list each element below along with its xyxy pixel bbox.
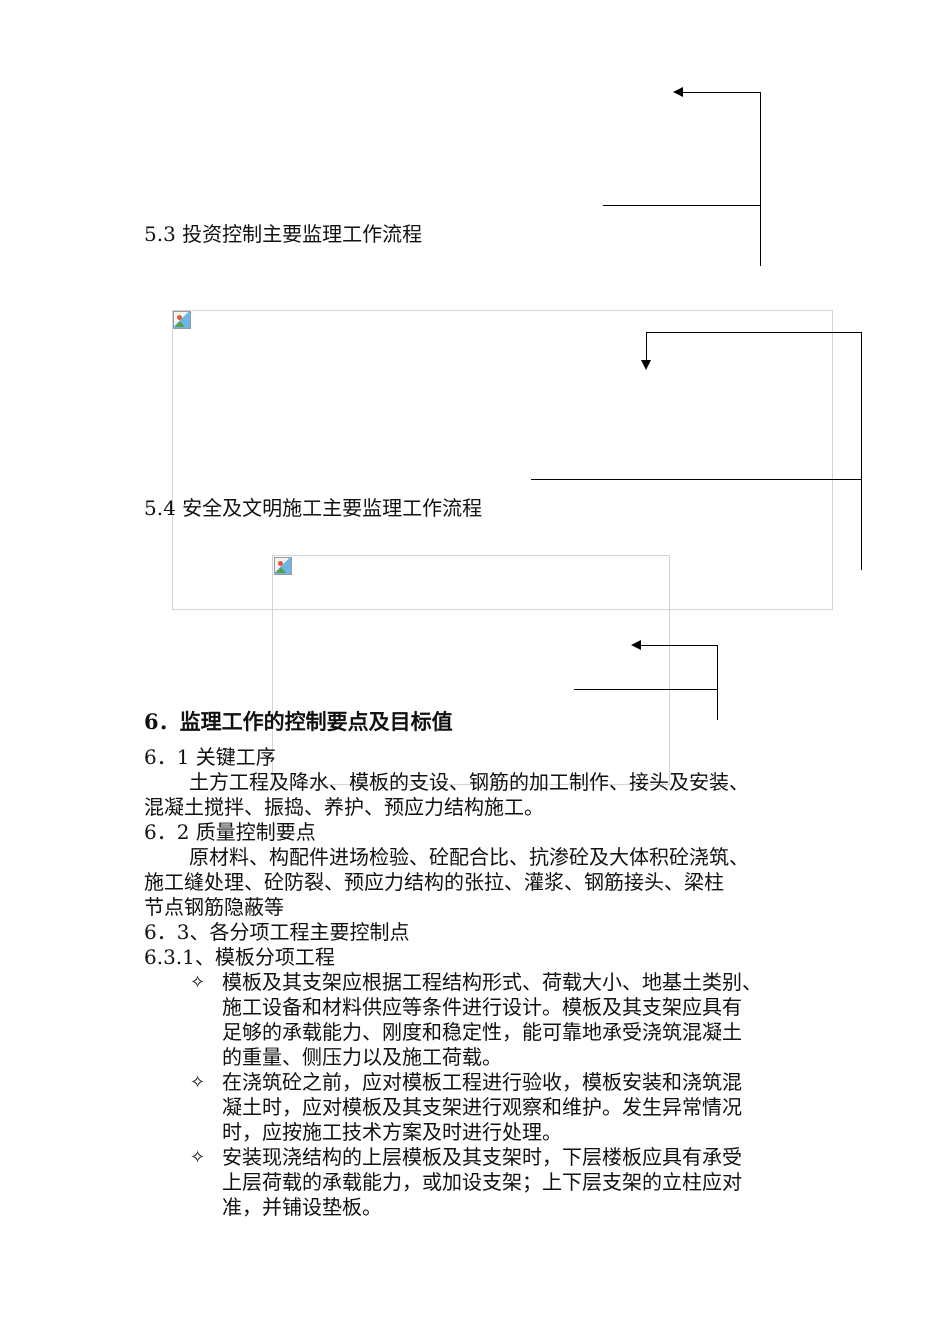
- flow-connector-drop: [646, 332, 647, 362]
- flow-arrow-left-icon: [673, 87, 683, 97]
- broken-image-icon: [274, 557, 292, 575]
- flow-connector-top-horizontal: [682, 92, 761, 93]
- flowchart-image-frame: [272, 555, 670, 785]
- bullet-item-line: 在浇筑砼之前，应对模板工程进行验收，模板安装和浇筑混: [222, 1070, 742, 1094]
- section-6-1-line: 混凝土搅拌、振捣、养护、预应力结构施工。: [144, 795, 544, 819]
- flowchart-image-frame: [172, 310, 833, 610]
- section-6-3-1-title: 6.3.1、模板分项工程: [144, 945, 335, 969]
- bullet-item-line: 模板及其支架应根据工程结构形式、荷载大小、地基土类别、: [222, 970, 762, 994]
- flow-connector-horizontal: [531, 479, 862, 480]
- flow-arrow-left-icon: [631, 640, 641, 650]
- bullet-item-line: 足够的承载能力、刚度和稳定性，能可靠地承受浇筑混凝土: [222, 1020, 742, 1044]
- section-6-heading: 6．监理工作的控制要点及目标值: [144, 709, 453, 734]
- section-6-1-line: 土方工程及降水、模板的支设、钢筋的加工制作、接头及安装、: [189, 770, 749, 794]
- bullet-item-line: 准，并铺设垫板。: [222, 1195, 382, 1219]
- bullet-diamond-icon: ✧: [190, 1147, 206, 1168]
- section-6-2-line: 施工缝处理、砼防裂、预应力结构的张拉、灌浆、钢筋接头、梁柱: [144, 870, 724, 894]
- bullet-diamond-icon: ✧: [190, 972, 206, 993]
- bullet-item-line: 安装现浇结构的上层模板及其支架时，下层楼板应具有承受: [222, 1145, 742, 1169]
- flow-connector-top-horizontal: [646, 332, 862, 333]
- bullet-item-line: 凝土时，应对模板及其支架进行观察和维护。发生异常情况: [222, 1095, 742, 1119]
- flow-connector-horizontal: [603, 205, 761, 206]
- flow-connector-vertical: [717, 645, 718, 720]
- flow-connector-top-horizontal: [640, 645, 718, 646]
- flow-connector-vertical: [861, 332, 862, 570]
- section-6-1-title: 6．1 关键工序: [144, 745, 276, 769]
- flow-arrow-down-icon: [641, 360, 651, 370]
- bullet-item-line: 时，应按施工技术方案及时进行处理。: [222, 1120, 562, 1144]
- bullet-diamond-icon: ✧: [190, 1072, 206, 1093]
- flow-connector-horizontal: [574, 689, 718, 690]
- section-6-2-line: 原材料、构配件进场检验、砼配合比、抗渗砼及大体积砼浇筑、: [189, 845, 749, 869]
- bullet-item-line: 的重量、侧压力以及施工荷载。: [222, 1045, 502, 1069]
- bullet-item-line: 施工设备和材料供应等条件进行设计。模板及其支架应具有: [222, 995, 742, 1019]
- section-5-3-title: 5.3 投资控制主要监理工作流程: [144, 222, 423, 246]
- section-6-2-line: 节点钢筋隐蔽等: [144, 895, 284, 919]
- broken-image-icon: [173, 311, 191, 329]
- section-6-2-title: 6．2 质量控制要点: [144, 820, 316, 844]
- section-6-3-title: 6．3、各分项工程主要控制点: [144, 920, 410, 944]
- section-5-4-title: 5.4 安全及文明施工主要监理工作流程: [144, 496, 483, 520]
- flow-connector-vertical: [760, 92, 761, 266]
- bullet-item-line: 上层荷载的承载能力，或加设支架；上下层支架的立柱应对: [222, 1170, 742, 1194]
